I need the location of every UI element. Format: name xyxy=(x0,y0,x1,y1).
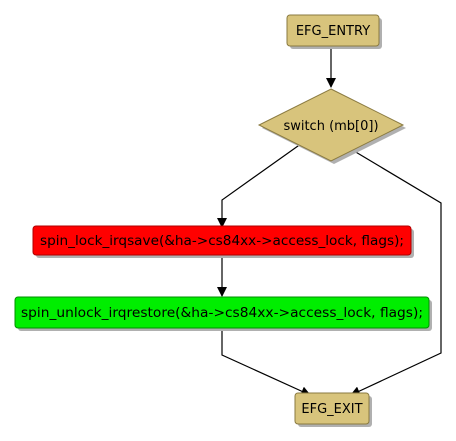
unlock-node: spin_unlock_irqrestore(&ha->cs84xx->acce… xyxy=(14,296,432,331)
entry-node-label: EFG_ENTRY xyxy=(296,24,370,39)
edge-unlock-to-exit xyxy=(221,329,311,396)
exit-node-box xyxy=(294,392,370,425)
lock-node: spin_lock_irqsave(&ha->cs84xx->access_lo… xyxy=(32,225,414,258)
switch-node: switch (mb[0]) xyxy=(257,88,406,164)
unlock-node-box xyxy=(14,296,430,329)
entry-node-box xyxy=(286,14,380,47)
lock-node-label: spin_lock_irqsave(&ha->cs84xx->access_lo… xyxy=(40,234,404,249)
exit-node-label: EFG_EXIT xyxy=(301,402,362,417)
switch-node-label: switch (mb[0]) xyxy=(283,119,378,134)
unlock-node-label: spin_unlock_irqrestore(&ha->cs84xx->acce… xyxy=(21,306,423,321)
edge-switch-to-exit xyxy=(348,147,442,396)
exit-node: EFG_EXIT xyxy=(294,392,372,427)
edge-switch-to-lock xyxy=(217,140,306,228)
switch-node-diamond xyxy=(257,88,405,162)
entry-node: EFG_ENTRY xyxy=(286,14,382,49)
edges xyxy=(217,46,442,396)
lock-node-box xyxy=(32,225,412,256)
